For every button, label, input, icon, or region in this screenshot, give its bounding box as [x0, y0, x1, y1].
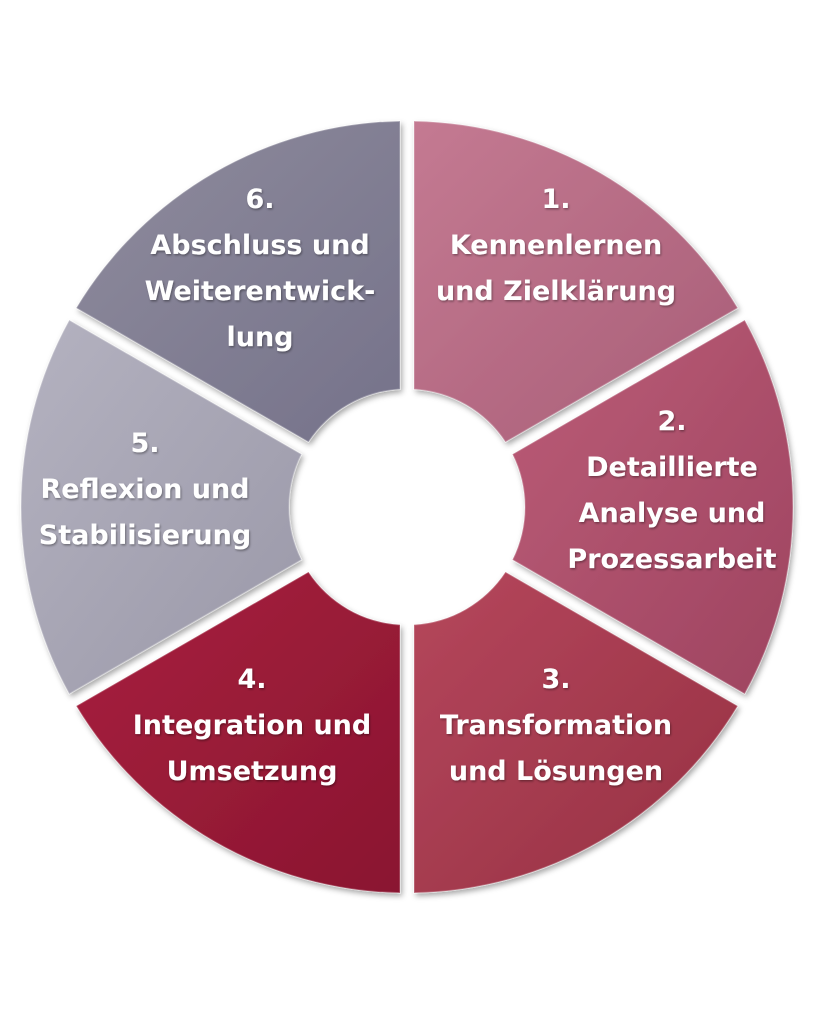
segment-number: 5.	[130, 428, 159, 459]
segment-number: 1.	[541, 184, 570, 215]
segment-label-line: Detaillierte	[586, 452, 758, 483]
segment-number: 4.	[237, 664, 266, 695]
segment-label-line: Integration und	[133, 710, 371, 741]
segment-label-line: Analyse und	[579, 498, 766, 529]
segment-label-line: und Lösungen	[449, 756, 663, 787]
cycle-segment-5	[20, 319, 303, 695]
segment-label-line: Transformation	[440, 710, 672, 741]
cycle-segment-6	[75, 120, 401, 444]
segment-label-line: und Zielklärung	[436, 276, 676, 307]
cycle-segment-3	[413, 570, 739, 894]
segment-label-line: Umsetzung	[167, 756, 338, 787]
cycle-segment-2	[511, 319, 794, 695]
segment-label-line: Kennenlernen	[450, 230, 662, 261]
cycle-segment-1	[413, 120, 739, 444]
segment-label-line: Reflexion und	[40, 474, 249, 505]
segment-label-line: Stabilisierung	[39, 520, 251, 551]
segment-label-line: Weiterentwick-	[145, 276, 376, 307]
segment-label-line: Prozessarbeit	[567, 544, 776, 575]
segment-number: 3.	[541, 664, 570, 695]
segment-label-line: Abschluss und	[150, 230, 369, 261]
segment-label-3: 3. Transformation und Lösungen	[440, 664, 672, 787]
cycle-segment-4	[75, 570, 401, 894]
segment-label-1: 1. Kennenlernen und Zielklärung	[436, 184, 676, 307]
segment-number: 2.	[657, 406, 686, 437]
segment-label-line: lung	[226, 322, 293, 353]
segment-number: 6.	[245, 184, 274, 215]
